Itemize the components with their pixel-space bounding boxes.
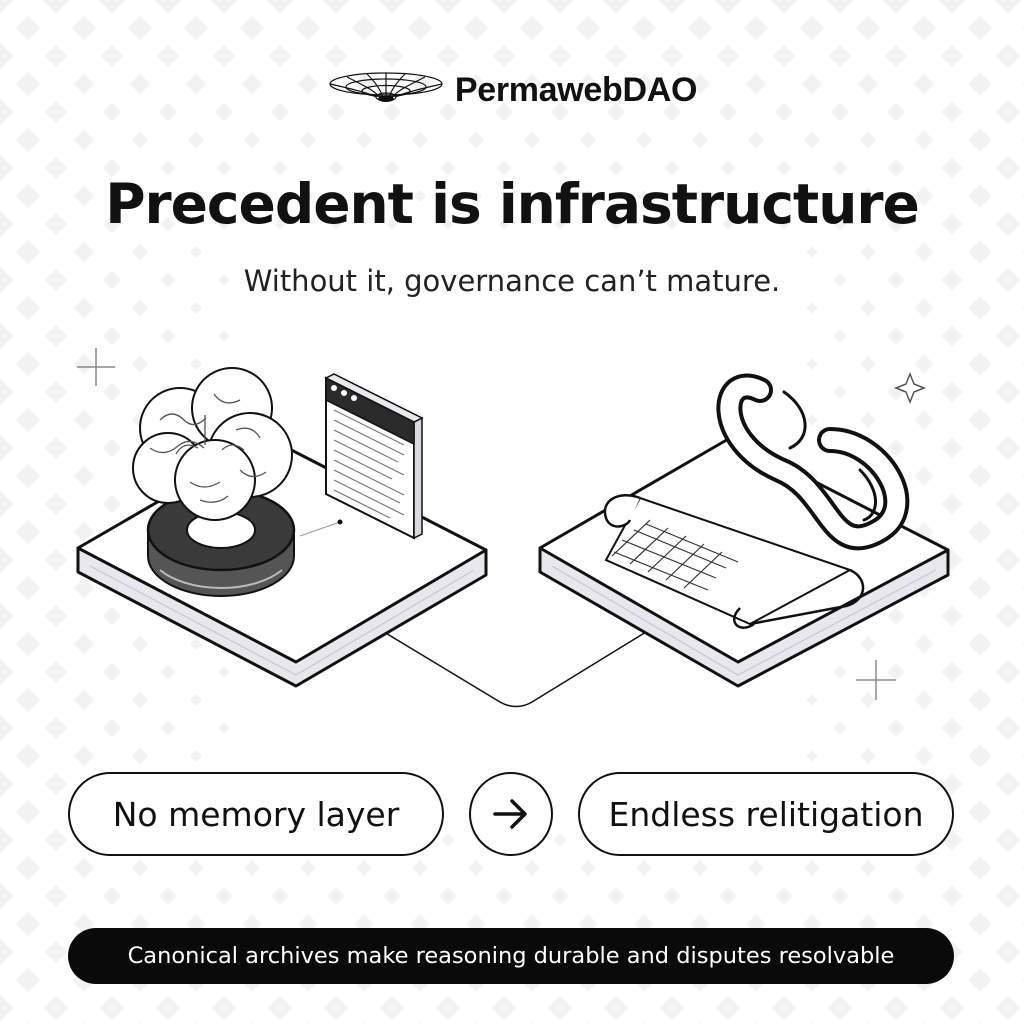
footer-banner: Canonical archives make reasoning durabl… [68,928,954,984]
arrow-right-glyph [493,799,527,829]
isometric-illustration [76,348,950,708]
endless-relitigation-pill: Endless relitigation [578,772,954,856]
no-memory-layer-pill: No memory layer [68,772,444,856]
page-title: Precedent is infrastructure [105,172,920,236]
infinity-icon [716,373,910,551]
ring-icon [146,488,296,597]
scroll-grid-icon [603,493,865,629]
brand-name: PermawebDAO [454,70,698,109]
arrow-right-icon [469,772,553,856]
wormhole-funnel-icon [329,72,443,102]
sparkle-icon [77,348,927,700]
page-subtitle: Without it, governance can’t mature. [243,264,781,298]
brain-icon [132,367,293,521]
brand-header: PermawebDAO [0,70,1024,110]
browser-window-icon [324,373,424,540]
platform-connector-line [383,631,647,708]
